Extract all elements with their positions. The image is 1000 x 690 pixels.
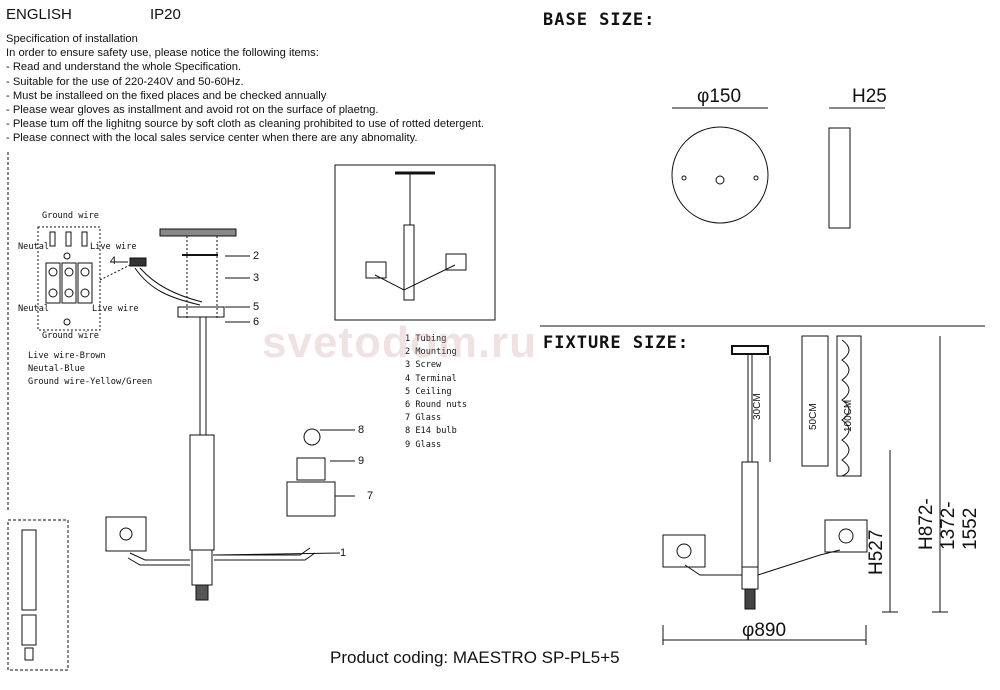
wire-color-legend: Live wire-Brown Neutal-Blue Ground wire-…	[28, 350, 152, 389]
fixture-preview	[334, 164, 496, 321]
callout-8: 8	[358, 424, 365, 436]
spec-item: - Suitable for the use of 220-240V and 5…	[6, 75, 244, 88]
language-label: ENGLISH	[6, 6, 72, 23]
part-item: 2 Mounting	[405, 347, 457, 358]
spec-item: - Read and understand the whole Specific…	[6, 61, 242, 74]
product-coding: Product coding: MAESTRO SP-PL5+5	[330, 648, 620, 667]
part-item: 5 Ceiling	[405, 386, 452, 397]
spec-item: - Must be installeed on the fixed places…	[6, 89, 327, 102]
part-item: 7 Glass	[405, 413, 442, 424]
part-item: 3 Screw	[405, 360, 442, 371]
terminal-block-diagram	[37, 226, 131, 331]
fixture-size-title: FIXTURE SIZE:	[543, 333, 690, 353]
ceiling-mount-diagram	[105, 228, 355, 601]
legend-item: Live wire-Brown	[28, 351, 106, 361]
rod-detail-diagram	[7, 519, 69, 671]
part-item: 6 Round nuts	[405, 400, 468, 411]
neutral-label-bottom: Neutal	[18, 304, 50, 314]
fixture-width: φ890	[742, 620, 787, 641]
part-item: 9 Glass	[405, 439, 442, 450]
spec-item: - Please tum off the lighitng source by …	[6, 118, 485, 131]
legend-item: Ground wire-Yellow/Green	[28, 377, 153, 387]
legend-item: Neutal-Blue	[28, 364, 85, 374]
specification-text: Specification of installation In order t…	[6, 32, 484, 146]
chain-length: 100CM	[843, 399, 854, 432]
spec-title: Specification of installation	[6, 33, 138, 45]
watermark: svetodom.ru	[262, 318, 538, 367]
ground-wire-label-top: Ground wire	[42, 211, 99, 221]
fixture-height: H527	[866, 529, 887, 575]
part-item: 1 Tubing	[405, 334, 447, 344]
base-drawing	[671, 107, 885, 229]
base-height: H25	[852, 86, 887, 107]
spec-intro: In order to ensure safety use, please no…	[6, 47, 319, 60]
spec-item: - Please connect with the local sales se…	[6, 132, 418, 145]
callout-9: 9	[358, 455, 365, 467]
callout-3: 3	[253, 272, 260, 284]
fixture-total-height: H872-1372-1552	[916, 498, 981, 550]
ground-wire-label-bottom: Ground wire	[42, 331, 99, 341]
live-wire-label-top: Live wire	[90, 242, 137, 252]
callout-2: 2	[253, 250, 260, 262]
callout-6: 6	[253, 316, 260, 328]
rod-length: 30CM	[752, 393, 763, 420]
callout-5: 5	[253, 301, 260, 313]
neutral-label-top: Neutal	[18, 242, 50, 252]
callout-1: 1	[340, 547, 347, 559]
callout-4: 4	[110, 255, 117, 267]
base-size-title: BASE SIZE:	[543, 10, 656, 30]
spec-item: - Please wear gloves as installment and …	[6, 104, 379, 117]
parts-list: 1 Tubing 2 Mounting 3 Screw 4 Terminal 5…	[405, 333, 467, 452]
part-item: 8 E14 bulb	[405, 426, 457, 437]
live-wire-label-bottom: Live wire	[92, 304, 139, 314]
rod2-length: 50CM	[808, 403, 819, 430]
fixture-drawing	[662, 335, 948, 645]
ip-rating: IP20	[150, 6, 181, 23]
base-diameter: φ150	[697, 86, 742, 107]
callout-7: 7	[367, 490, 374, 502]
part-item: 4 Terminal	[405, 373, 457, 384]
